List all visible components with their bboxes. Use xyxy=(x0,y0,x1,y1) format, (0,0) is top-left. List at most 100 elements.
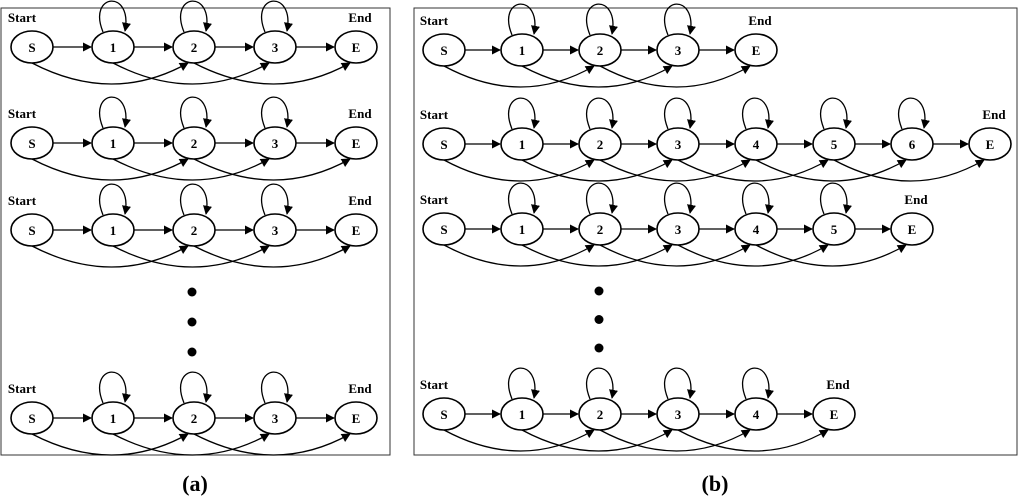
self-loop-edge xyxy=(98,183,131,216)
state-label: 1 xyxy=(110,40,117,55)
state-label: 2 xyxy=(597,43,604,58)
state-ellipse xyxy=(734,127,778,161)
state-label: E xyxy=(986,137,995,152)
state-label: 2 xyxy=(597,222,604,237)
start-label: Start xyxy=(8,193,37,208)
skip-edge xyxy=(443,65,595,88)
self-loop-edge xyxy=(507,182,540,215)
state-ellipse xyxy=(334,30,378,64)
state-ellipse xyxy=(578,127,622,161)
state-ellipse xyxy=(812,212,856,246)
self-loop-edge xyxy=(179,96,212,129)
state-ellipse xyxy=(91,30,135,64)
skip-edge xyxy=(677,429,829,452)
skip-edge xyxy=(521,244,673,267)
skip-edge xyxy=(521,65,673,88)
state-ellipse xyxy=(656,33,700,67)
state-ellipse xyxy=(91,126,135,160)
skip-edge xyxy=(755,244,907,267)
skip-edge xyxy=(112,62,270,85)
state-node: 2 xyxy=(172,126,216,160)
state-label: 3 xyxy=(675,407,682,422)
state-node: E xyxy=(334,30,378,64)
self-loop-edge xyxy=(819,97,852,130)
state-node: 2 xyxy=(578,212,622,246)
state-node: 5 xyxy=(812,127,856,161)
start-label: Start xyxy=(420,107,449,122)
skip-edge xyxy=(193,245,351,268)
state-node: S xyxy=(422,127,466,161)
self-loop-edge xyxy=(260,96,293,129)
skip-edge xyxy=(599,429,751,452)
state-node: S xyxy=(10,401,54,435)
state-ellipse xyxy=(334,213,378,247)
skip-edge xyxy=(521,429,673,452)
skip-edge xyxy=(193,433,351,456)
skip-edge xyxy=(443,159,595,182)
state-node: E xyxy=(734,33,778,67)
state-label: 2 xyxy=(191,40,198,55)
state-node: 3 xyxy=(253,401,297,435)
self-loop-edge xyxy=(741,182,774,215)
end-label: End xyxy=(348,193,372,208)
state-label: 4 xyxy=(753,222,760,237)
state-label: E xyxy=(908,222,917,237)
skip-edge xyxy=(443,429,595,452)
state-label: E xyxy=(352,40,361,55)
self-loop-edge xyxy=(179,183,212,216)
state-ellipse xyxy=(578,212,622,246)
state-node: 6 xyxy=(890,127,934,161)
state-label: 1 xyxy=(110,411,117,426)
state-ellipse xyxy=(253,401,297,435)
end-label: End xyxy=(982,107,1006,122)
state-ellipse xyxy=(10,213,54,247)
skip-edge xyxy=(443,244,595,267)
skip-edge xyxy=(31,433,189,456)
self-loop-edge xyxy=(585,97,618,130)
state-node: 1 xyxy=(91,401,135,435)
state-label: E xyxy=(830,407,839,422)
state-node: 2 xyxy=(172,213,216,247)
state-ellipse xyxy=(500,127,544,161)
state-node: 4 xyxy=(734,127,778,161)
state-label: S xyxy=(440,222,447,237)
state-label: 3 xyxy=(272,223,279,238)
start-label: Start xyxy=(420,13,449,28)
state-ellipse xyxy=(172,126,216,160)
state-ellipse xyxy=(172,401,216,435)
self-loop-edge xyxy=(663,182,696,215)
ellipsis-dot xyxy=(187,287,197,297)
ellipsis-dot xyxy=(594,286,604,296)
state-node: S xyxy=(422,33,466,67)
state-ellipse xyxy=(10,401,54,435)
skip-edge xyxy=(677,159,829,182)
self-loop-edge xyxy=(585,3,618,36)
state-node: 2 xyxy=(578,33,622,67)
self-loop-edge xyxy=(663,97,696,130)
state-node: 2 xyxy=(172,30,216,64)
start-label: Start xyxy=(8,106,37,121)
state-label: 2 xyxy=(597,407,604,422)
skip-edge xyxy=(112,245,270,268)
state-ellipse xyxy=(578,33,622,67)
self-loop-edge xyxy=(98,96,131,129)
state-node: 2 xyxy=(578,397,622,431)
state-node: 3 xyxy=(656,127,700,161)
end-label: End xyxy=(348,381,372,396)
state-ellipse xyxy=(734,33,778,67)
state-ellipse xyxy=(890,212,934,246)
self-loop-edge xyxy=(507,3,540,36)
state-ellipse xyxy=(578,397,622,431)
ellipsis-dot xyxy=(594,343,604,353)
state-label: E xyxy=(752,43,761,58)
state-ellipse xyxy=(253,30,297,64)
state-ellipse xyxy=(253,126,297,160)
state-ellipse xyxy=(334,126,378,160)
